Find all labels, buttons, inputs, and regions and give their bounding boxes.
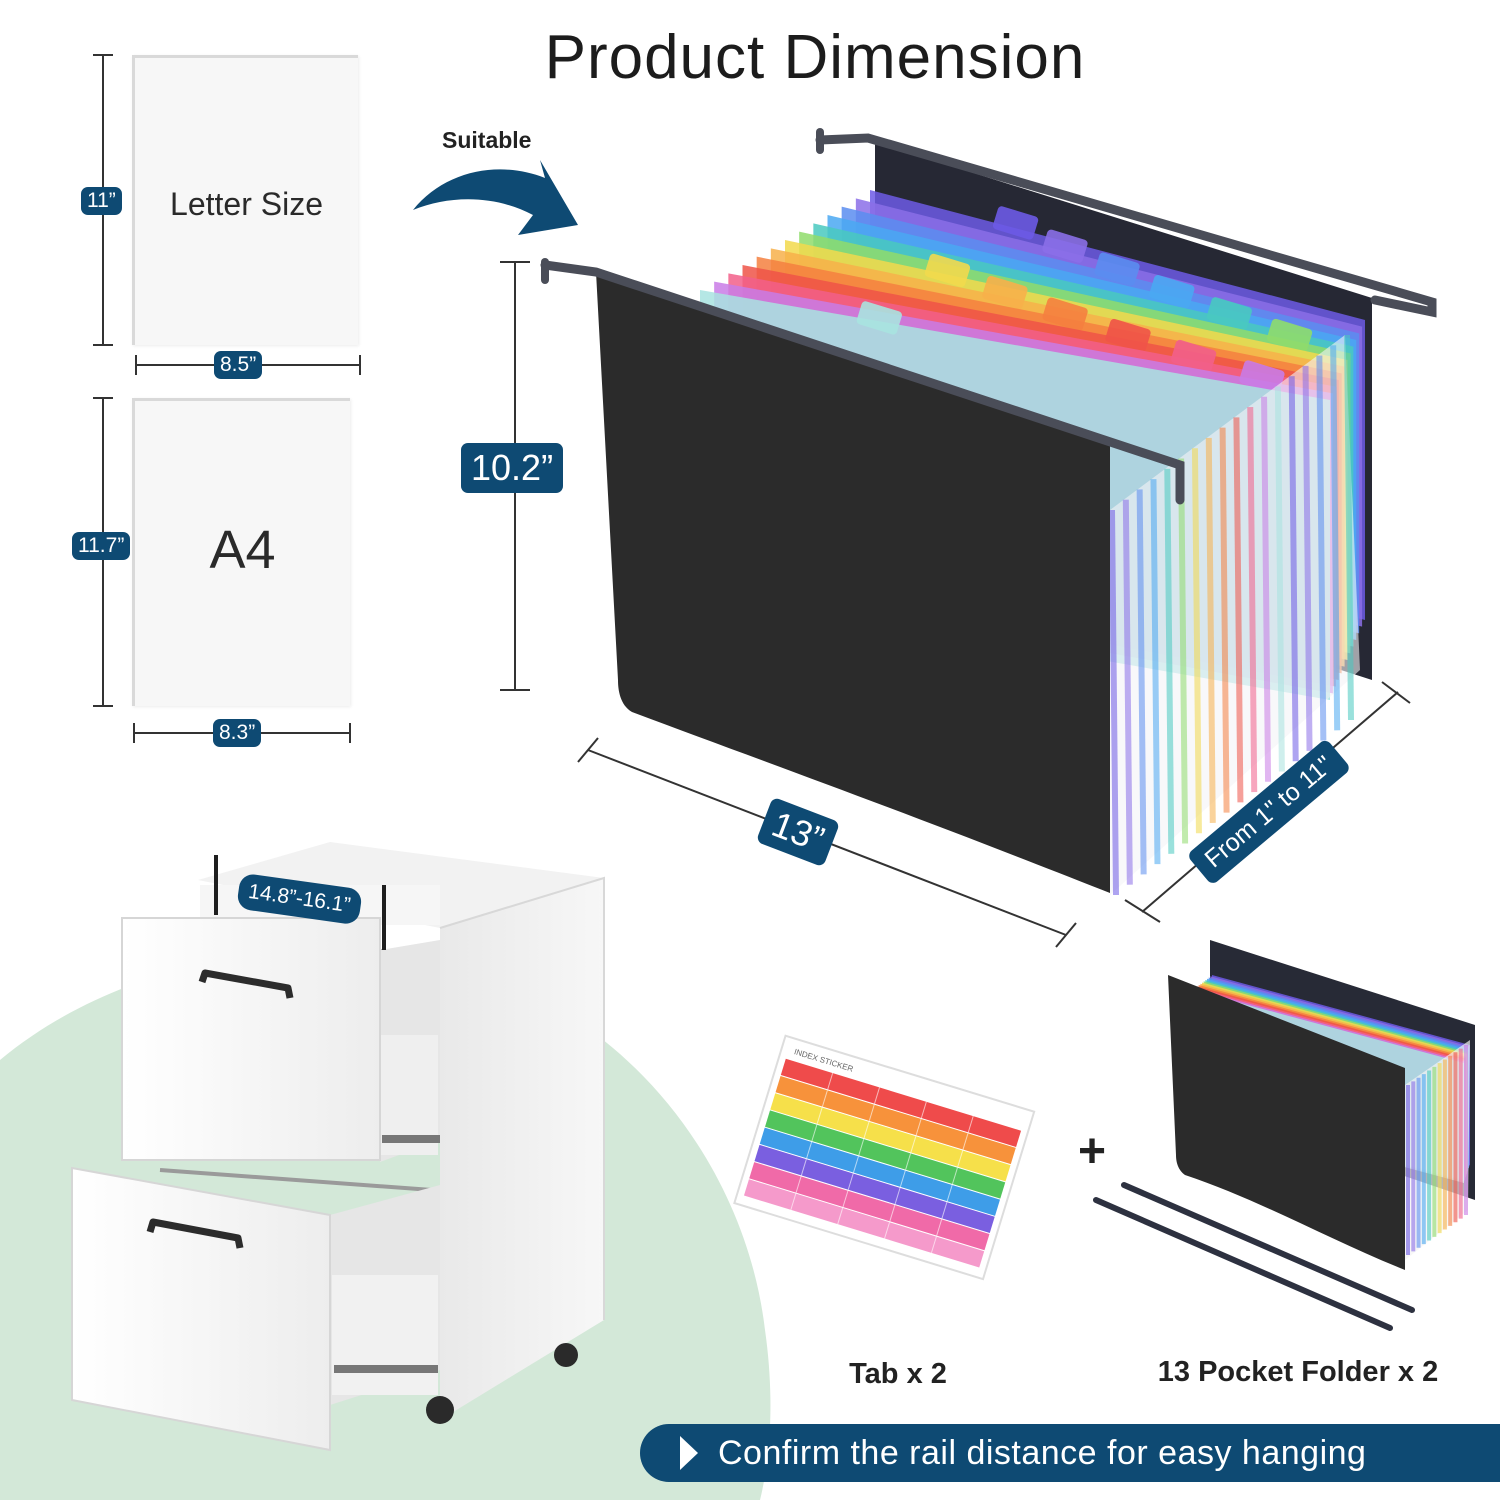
sticker-divider bbox=[847, 1173, 854, 1190]
sticker-divider bbox=[946, 1184, 953, 1202]
sticker-divider bbox=[884, 1222, 891, 1239]
sticker-divider bbox=[899, 1170, 906, 1188]
pocket-tab bbox=[1239, 360, 1285, 394]
sticker-divider bbox=[874, 1087, 880, 1104]
pocket-tab bbox=[1206, 297, 1252, 331]
wheel bbox=[426, 1396, 454, 1424]
sticker-divider bbox=[957, 1150, 964, 1167]
top-drawer-handle bbox=[198, 969, 294, 999]
accordion-strip bbox=[1164, 468, 1175, 854]
letter-width-badge: 8.5” bbox=[214, 351, 263, 379]
letter-paper-label: Letter Size bbox=[170, 186, 323, 222]
sticker-divider bbox=[800, 1159, 807, 1176]
suitable-label: Suitable bbox=[442, 127, 532, 153]
sticker-divider bbox=[910, 1136, 917, 1153]
sticker-divider bbox=[889, 1204, 896, 1222]
accordion-strip bbox=[1274, 386, 1285, 772]
sticker-row bbox=[770, 1093, 1011, 1182]
sticker-divider bbox=[967, 1115, 974, 1133]
accordion-strip bbox=[1288, 376, 1299, 762]
small-folder bbox=[1093, 940, 1475, 1331]
pocket-tab bbox=[1266, 318, 1313, 353]
a4-paper: A4 bbox=[132, 398, 350, 706]
sticker-divider bbox=[806, 1141, 813, 1159]
accordion-strip bbox=[1316, 355, 1327, 741]
a4-width-badge: 8.3” bbox=[213, 719, 262, 747]
sticker-row bbox=[759, 1127, 1000, 1216]
sticker-row bbox=[780, 1058, 1022, 1147]
pocket-tab bbox=[1105, 318, 1151, 353]
pocket-tab bbox=[1171, 339, 1217, 374]
rail-distance-banner: Confirm the rail distance for easy hangi… bbox=[640, 1424, 1500, 1482]
sticker-divider bbox=[941, 1202, 948, 1219]
main-expanding-folder bbox=[540, 128, 1437, 896]
sticker-divider bbox=[915, 1118, 922, 1136]
sticker-row bbox=[775, 1076, 1016, 1165]
accordion-strip bbox=[1178, 458, 1189, 844]
sticker-divider bbox=[930, 1236, 937, 1253]
pocket-tab bbox=[924, 253, 971, 288]
sticker-divider bbox=[936, 1219, 943, 1236]
sticker-divider bbox=[951, 1167, 958, 1185]
sticker-divider bbox=[905, 1153, 912, 1170]
accordion-strip bbox=[1205, 437, 1216, 823]
tab-caption: Tab x 2 bbox=[849, 1358, 947, 1390]
filing-cabinet bbox=[71, 842, 605, 1452]
sticker-divider bbox=[920, 1101, 927, 1119]
pocket-tab bbox=[992, 206, 1039, 240]
sticker-divider bbox=[863, 1121, 870, 1139]
pocket-tab bbox=[982, 275, 1028, 310]
sticker-row bbox=[743, 1179, 985, 1268]
accordion-strip bbox=[1233, 417, 1244, 803]
sticker-divider bbox=[795, 1176, 802, 1193]
accordion-strip bbox=[1150, 479, 1161, 865]
accordion-strip bbox=[1247, 407, 1258, 793]
sticker-divider bbox=[790, 1193, 797, 1211]
sticker-row bbox=[749, 1162, 990, 1251]
pocket-tab bbox=[856, 301, 902, 335]
accordion-strip bbox=[1219, 427, 1230, 813]
folder-height-badge: 10.2” bbox=[461, 443, 564, 493]
page-title: Product Dimension bbox=[544, 23, 1086, 92]
accordion-strip bbox=[1302, 365, 1313, 751]
letter-paper: Letter Size bbox=[132, 55, 358, 345]
sticker-divider bbox=[962, 1133, 969, 1150]
pocket-tab bbox=[1149, 275, 1195, 309]
sticker-divider bbox=[894, 1187, 901, 1205]
sticker-row bbox=[754, 1144, 995, 1234]
accordion-strip bbox=[1330, 345, 1341, 731]
sticker-divider bbox=[853, 1156, 859, 1173]
sticker-divider bbox=[868, 1104, 875, 1122]
sticker-divider bbox=[858, 1138, 865, 1156]
accordion-strip bbox=[1122, 499, 1133, 885]
index-sticker-sheet: INDEX STICKER bbox=[733, 1034, 1036, 1281]
sticker-divider bbox=[827, 1072, 834, 1090]
play-triangle-icon bbox=[680, 1436, 698, 1470]
pocket-folder-caption: 13 Pocket Folder x 2 bbox=[1157, 1356, 1439, 1388]
pocket-tab bbox=[1042, 297, 1088, 331]
accordion-strip bbox=[1109, 509, 1119, 896]
banner-text: Confirm the rail distance for easy hangi… bbox=[718, 1433, 1367, 1472]
accordion-strip bbox=[1344, 334, 1354, 721]
plus-icon: + bbox=[1078, 1125, 1107, 1178]
sticker-divider bbox=[837, 1207, 844, 1225]
curved-arrow-icon bbox=[413, 160, 578, 235]
pocket-tab bbox=[1042, 229, 1088, 263]
a4-paper-label: A4 bbox=[209, 520, 276, 580]
sticker-row bbox=[765, 1110, 1006, 1199]
wheel bbox=[554, 1343, 578, 1367]
sticker-divider bbox=[821, 1090, 828, 1107]
accordion-strip bbox=[1261, 396, 1272, 782]
bottom-drawer-handle bbox=[146, 1218, 244, 1249]
letter-height-badge: 11” bbox=[81, 187, 122, 215]
pocket-tab bbox=[1094, 252, 1140, 286]
accordion-strip bbox=[1136, 489, 1147, 875]
a4-height-badge: 11.7” bbox=[72, 532, 131, 560]
accordion-strip bbox=[1191, 448, 1202, 834]
sticker-divider bbox=[842, 1190, 849, 1208]
sticker-divider bbox=[816, 1107, 823, 1124]
sticker-divider bbox=[811, 1124, 818, 1142]
